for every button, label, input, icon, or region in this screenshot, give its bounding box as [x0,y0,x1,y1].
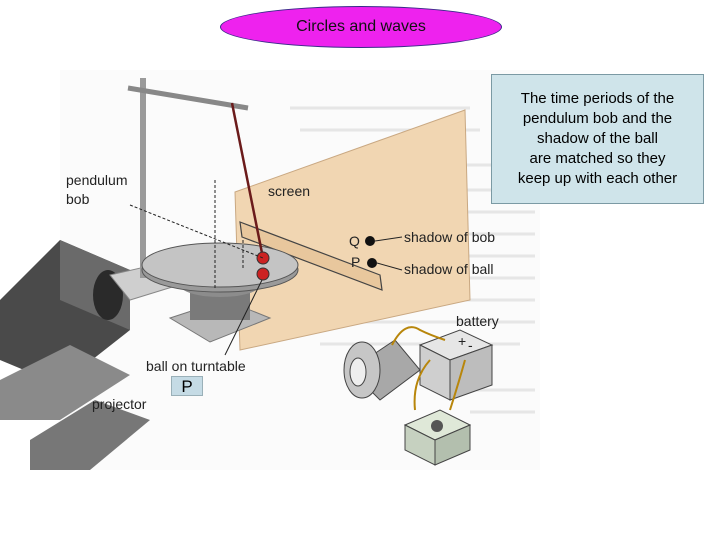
battery [418,329,494,401]
title-pill: Circles and waves [220,6,502,48]
label-shadow-of-bob: shadow of bob [404,229,495,245]
note-line: are matched so they [529,150,666,167]
shadow-q [365,236,375,246]
shadow-p [367,258,377,268]
pendulum-bob [256,251,270,265]
label-ball-on-turntable: ball on turntable [146,358,246,374]
label-p: P [351,254,360,270]
label-projector: projector [92,396,147,412]
meter-box [403,409,472,466]
p-marker-text: P [181,377,193,396]
label-battery: battery [456,313,499,329]
label-q: Q [349,233,360,249]
screen-slot [239,221,383,291]
label-bob: bob [66,191,90,207]
note-line: pendulum bob and the [522,110,673,127]
note-line: shadow of the ball [537,130,658,147]
title-text: Circles and waves [296,18,426,35]
wires [391,326,466,411]
motor [343,339,421,401]
label-battery-minus: - [468,337,473,353]
explanation-note: The time periods of the pendulum bob and… [491,74,704,204]
label-shadow-of-ball: shadow of ball [404,261,494,277]
label-screen: screen [268,183,310,199]
projection-lines [129,180,264,290]
note-line: keep up with each other [517,170,678,187]
leader-lines [224,236,403,356]
p-marker-box: P [171,376,203,396]
label-battery-plus: + [458,333,466,349]
ball-on-turntable [256,267,270,281]
label-pendulum: pendulum [66,172,128,188]
pendulum-string [230,102,265,259]
note-line: The time periods of the [520,90,675,107]
